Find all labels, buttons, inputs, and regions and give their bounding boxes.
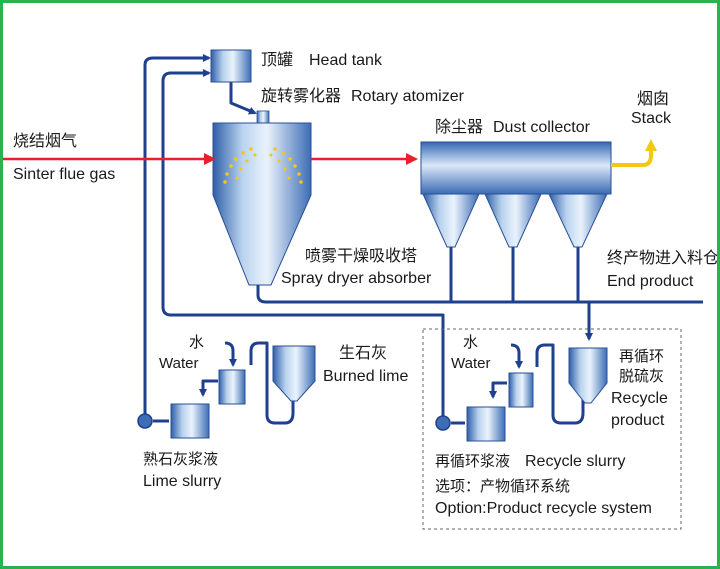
recycle-product-label-en-2: product xyxy=(611,412,665,429)
pipe-mix-to-recycle-slurry xyxy=(489,381,507,399)
head-tank-label-cn: 顶罐 xyxy=(261,50,294,69)
sinter-flue-gas-label-cn: 烧结烟气 xyxy=(13,131,78,150)
stack-label-cn: 烟囱 xyxy=(637,89,670,108)
rotary-atomizer-label-en: Rotary atomizer xyxy=(351,88,464,105)
recycle-product-label-en-1: Recycle xyxy=(611,390,668,407)
water-right-label-en: Water xyxy=(451,355,491,372)
stack-label-en: Stack xyxy=(631,110,672,127)
pipe-lime-slurry-to-head-tank xyxy=(143,54,211,421)
pipe-mix-to-lime-slurry xyxy=(199,379,218,397)
recycle-product-silo xyxy=(568,347,608,404)
pipe-absorber-outlet xyxy=(256,283,589,304)
dust-collector-label-cn: 除尘器 xyxy=(435,117,484,136)
stack-arrow xyxy=(611,139,657,167)
pipe-water-left xyxy=(224,341,237,367)
pipe-recycle-product-feed xyxy=(535,343,585,425)
burned-lime-silo xyxy=(272,345,316,402)
end-product-label-en: End product xyxy=(607,273,694,290)
head-tank xyxy=(210,49,252,83)
lime-slurry-tank xyxy=(170,403,210,439)
lime-slurry-label-cn: 熟石灰浆液 xyxy=(143,450,219,468)
lime-mix-tank xyxy=(218,369,246,405)
lime-slurry-pump xyxy=(137,413,153,429)
recycle-product-label-cn-2: 脱硫灰 xyxy=(619,367,665,385)
atomizer-spray xyxy=(223,147,303,184)
spray-dryer-label-en: Spray dryer absorber xyxy=(281,270,432,287)
pipe-recycle-slurry-to-head-tank xyxy=(161,69,445,421)
rotary-atomizer-label-cn: 旋转雾化器 xyxy=(261,86,342,105)
product-recycle-option-box xyxy=(422,328,682,530)
water-left-label-cn: 水 xyxy=(189,333,205,351)
option-label-en: Option:Product recycle system xyxy=(435,500,652,517)
recycle-slurry-pump xyxy=(435,415,451,431)
head-tank-label-en: Head tank xyxy=(309,52,382,69)
option-label-cn: 选项：产物循环系统 xyxy=(435,477,571,495)
burned-lime-label-cn: 生石灰 xyxy=(339,343,388,362)
pipe-burned-lime-feed xyxy=(249,341,295,425)
dust-collector-label-en: Dust collector xyxy=(493,119,590,136)
pipe-network xyxy=(143,54,703,425)
end-product-label-cn: 终产物进入料仓 xyxy=(607,248,720,267)
dust-collector xyxy=(420,141,612,248)
water-right-label-cn: 水 xyxy=(463,333,479,351)
spray-dryer-label-cn: 喷雾干燥吸收塔 xyxy=(305,246,418,265)
recycle-slurry-tank xyxy=(466,406,506,442)
recycle-slurry-label-en: Recycle slurry xyxy=(525,453,626,470)
process-diagram xyxy=(3,49,703,530)
lime-slurry-label-en: Lime slurry xyxy=(143,473,222,490)
pipe-water-right xyxy=(510,343,523,369)
sinter-flue-gas-label-en: Sinter flue gas xyxy=(13,166,116,183)
recycle-product-label-cn-1: 再循环 xyxy=(619,347,665,365)
burned-lime-label-en: Burned lime xyxy=(323,368,409,385)
recycle-mix-tank xyxy=(508,372,534,408)
water-left-label-en: Water xyxy=(159,355,199,372)
pipe-head-tank-to-atomizer xyxy=(229,81,257,115)
recycle-slurry-label-cn: 再循环浆液 xyxy=(435,452,511,470)
spray-dryer-absorber xyxy=(212,122,312,286)
